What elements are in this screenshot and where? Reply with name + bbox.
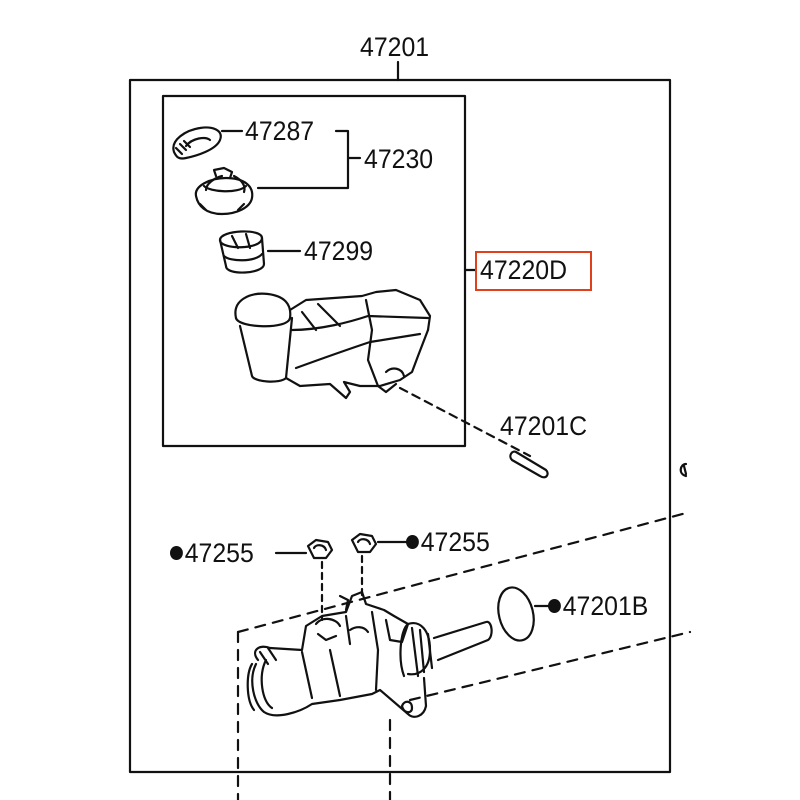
boundary-line	[236, 510, 692, 634]
label-47287[interactable]: 47287	[245, 116, 315, 146]
gasket-part	[172, 126, 222, 160]
o-ring-part	[497, 586, 535, 642]
cap-part	[194, 166, 254, 216]
label-47201[interactable]: 47201	[360, 32, 430, 62]
boundary-line	[408, 630, 692, 702]
label-47201C[interactable]: 47201C	[500, 411, 588, 441]
assembly-frame	[128, 78, 672, 774]
label-47255-left[interactable]: 47255	[170, 540, 254, 567]
edge-part-fragment	[679, 462, 688, 478]
label-47201B-text: 47201B	[562, 591, 649, 621]
bracket-47230	[256, 129, 362, 190]
label-47255-right[interactable]: 47255	[406, 529, 490, 556]
label-47299[interactable]: 47299	[304, 236, 374, 266]
label-47255-right-text: 47255	[420, 527, 490, 557]
pin-leader	[398, 386, 532, 458]
bullet-icon	[170, 546, 183, 560]
label-47201B[interactable]: 47201B	[548, 593, 648, 620]
label-47255-left-text: 47255	[184, 538, 254, 568]
reservoir-frame	[161, 94, 467, 448]
reservoir-tank	[234, 288, 432, 400]
nut-left	[306, 538, 334, 560]
bullet-icon	[406, 535, 419, 549]
label-47220D[interactable]: 47220D	[480, 255, 568, 285]
nut-right	[350, 532, 378, 554]
strainer-part	[218, 230, 266, 274]
master-cylinder	[246, 590, 493, 718]
label-47230[interactable]: 47230	[364, 144, 434, 174]
pin-part	[509, 450, 549, 479]
highlight-box	[475, 251, 592, 291]
bullet-icon	[548, 599, 561, 613]
